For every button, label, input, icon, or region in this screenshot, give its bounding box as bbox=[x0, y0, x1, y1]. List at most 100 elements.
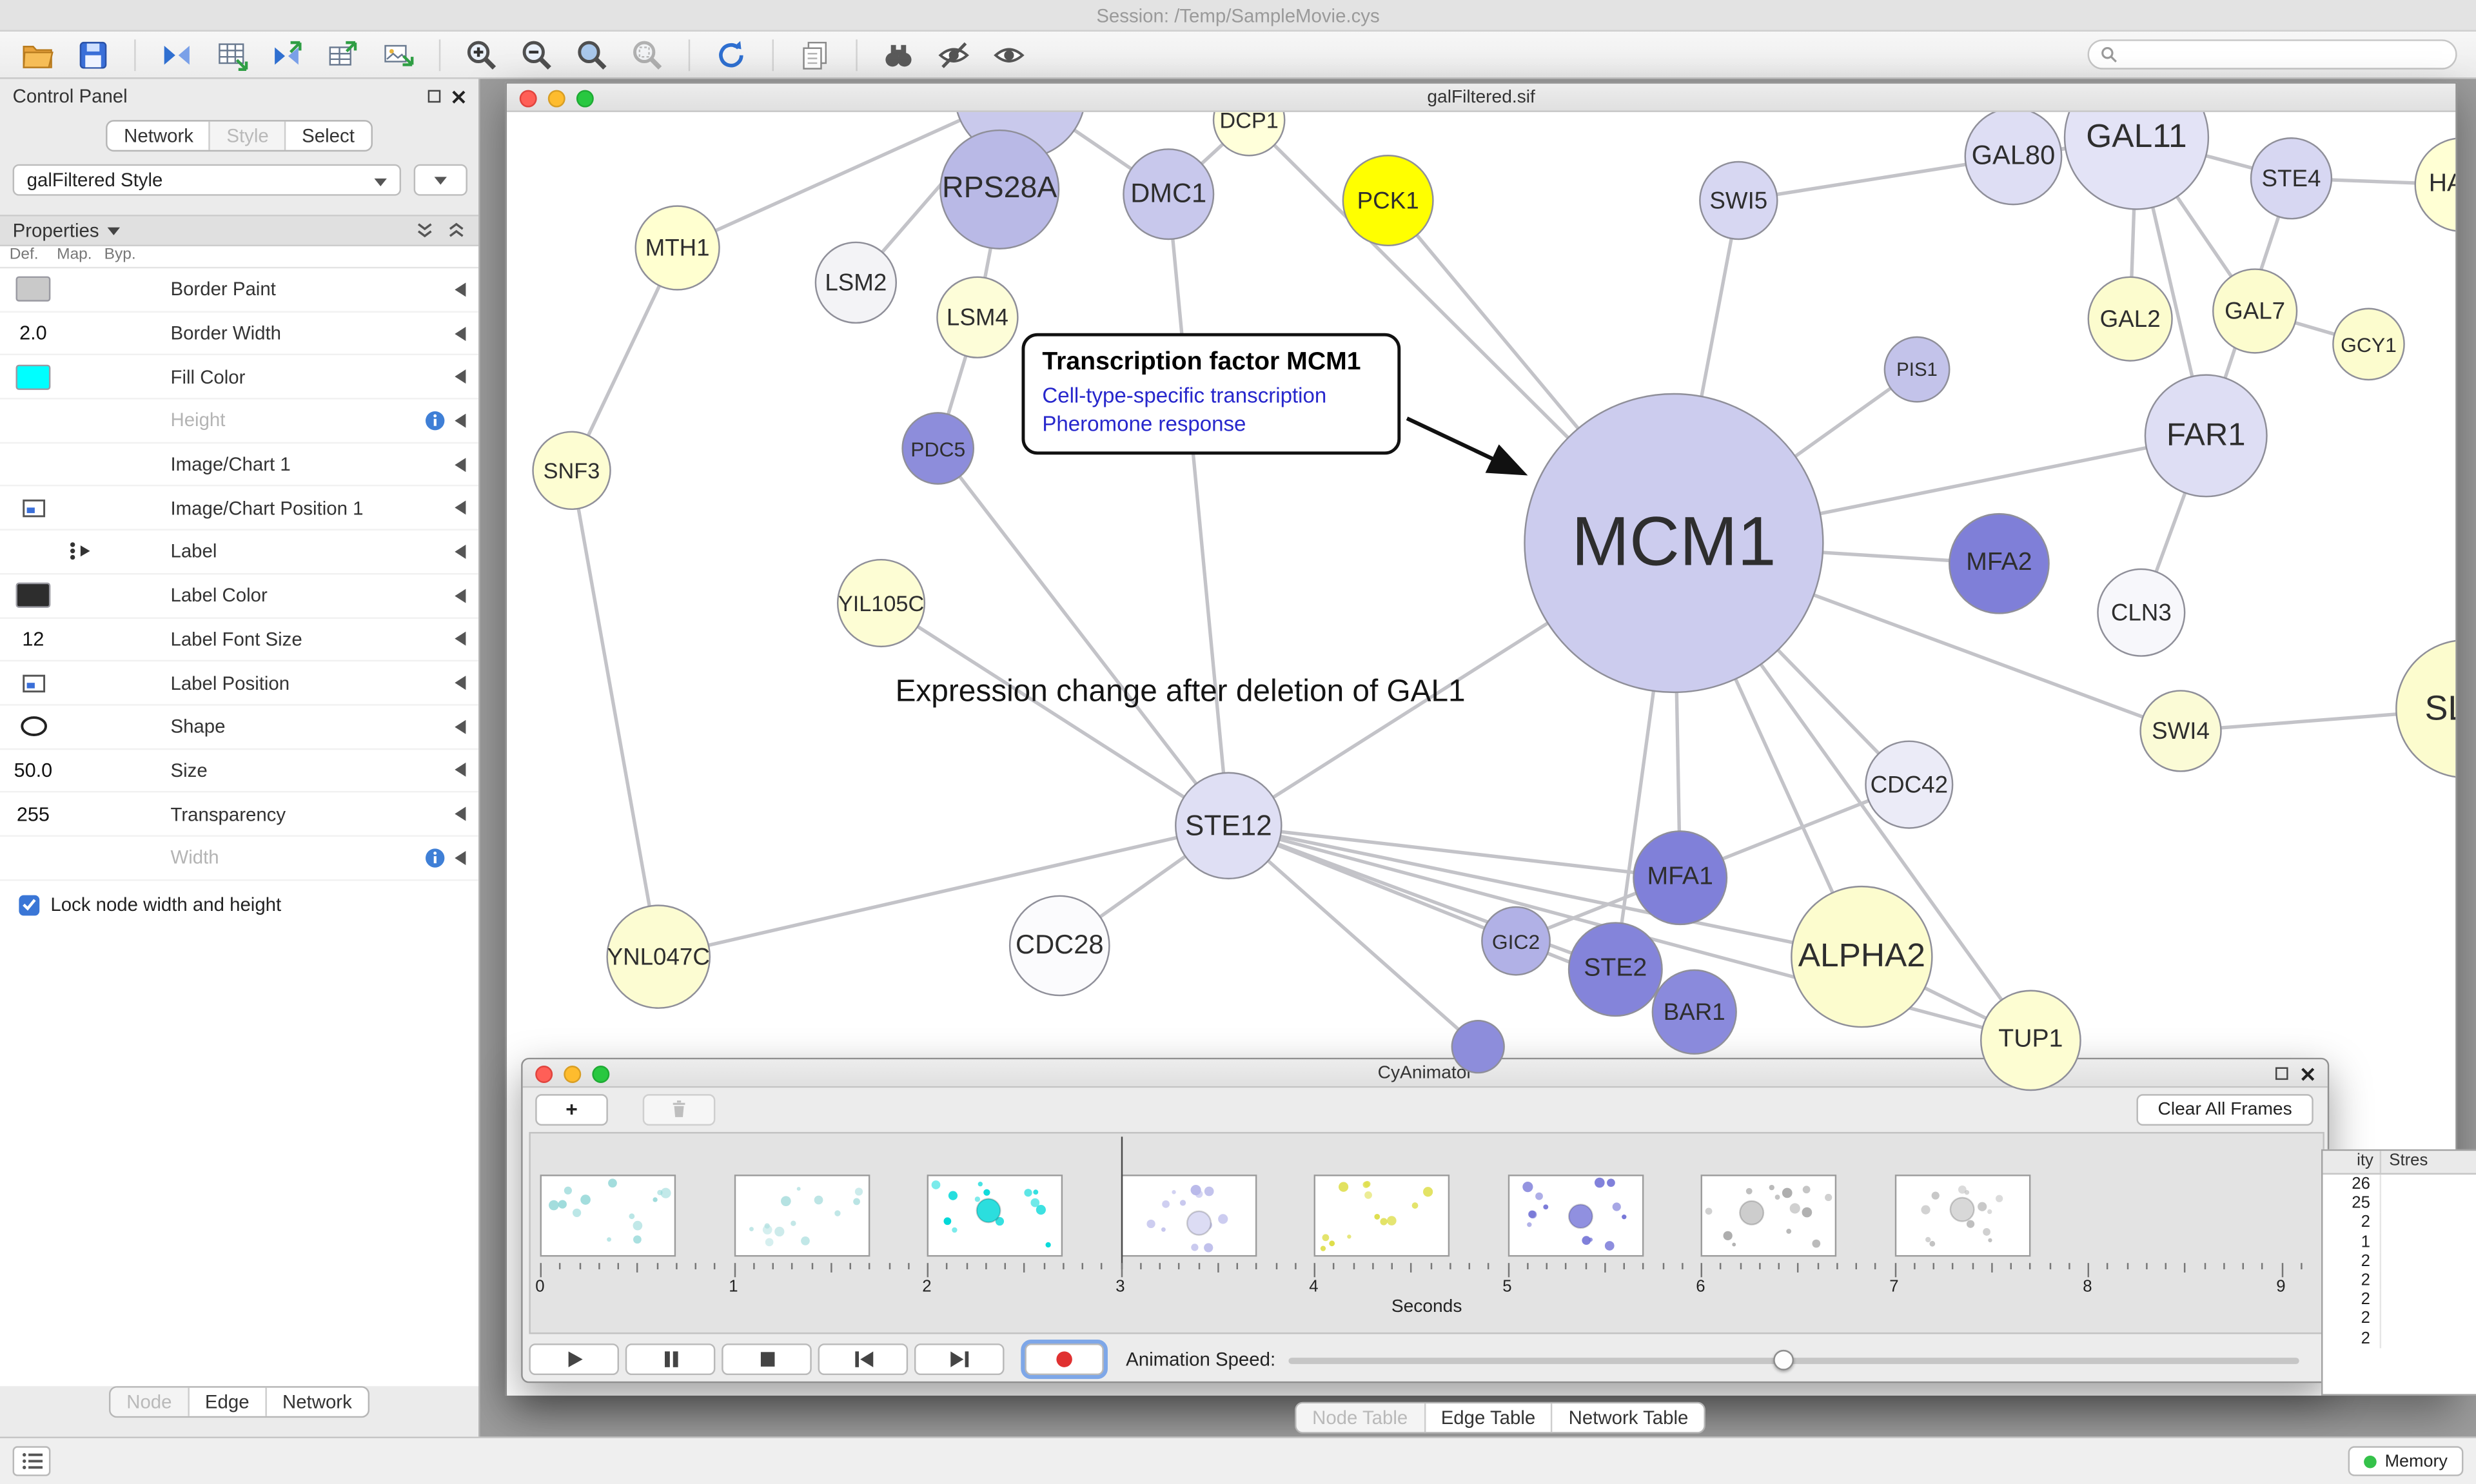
table-row[interactable]: 25 bbox=[2323, 1193, 2476, 1213]
record-button[interactable] bbox=[1025, 1343, 1104, 1376]
refresh-button[interactable] bbox=[706, 34, 756, 75]
save-button[interactable] bbox=[68, 34, 118, 75]
property-row-label-color[interactable]: Label Color bbox=[0, 574, 479, 618]
property-row-image-chart-position-1[interactable]: Image/Chart Position 1 bbox=[0, 487, 479, 531]
table-row[interactable]: 2 bbox=[2323, 1328, 2476, 1348]
expand-arrow-icon[interactable] bbox=[455, 544, 466, 559]
expand-arrow-icon[interactable] bbox=[455, 806, 466, 821]
table-row[interactable]: 2 bbox=[2323, 1271, 2476, 1291]
search-box[interactable] bbox=[2087, 39, 2457, 70]
network-node-gal80[interactable]: GAL80 bbox=[1964, 112, 2063, 206]
zoom-traffic-light[interactable] bbox=[576, 89, 594, 107]
def-cell[interactable] bbox=[10, 277, 57, 302]
edge-SNF3-YNL047C[interactable] bbox=[569, 470, 660, 957]
expand-arrow-icon[interactable] bbox=[455, 457, 466, 472]
style-scope-tab-node[interactable]: Node bbox=[110, 1387, 188, 1416]
network-node-pdc5[interactable]: PDC5 bbox=[901, 412, 975, 485]
network-node-cdc42[interactable]: CDC42 bbox=[1865, 740, 1954, 829]
expand-arrow-icon[interactable] bbox=[455, 369, 466, 384]
network-node-cln3[interactable]: CLN3 bbox=[2097, 568, 2186, 657]
property-row-label-position[interactable]: Label Position bbox=[0, 662, 479, 706]
property-row-label[interactable]: Label bbox=[0, 531, 479, 574]
table-column-header[interactable]: ity bbox=[2323, 1151, 2382, 1173]
task-history-button[interactable] bbox=[12, 1446, 51, 1476]
style-scope-tab-edge[interactable]: Edge bbox=[187, 1387, 265, 1416]
lock-size-checkbox[interactable] bbox=[19, 894, 40, 915]
frame-thumbnail-4[interactable] bbox=[1120, 1175, 1257, 1257]
def-cell[interactable] bbox=[10, 674, 57, 692]
network-node-gal2[interactable]: GAL2 bbox=[2087, 276, 2173, 362]
network-node-ste12[interactable]: STE12 bbox=[1175, 772, 1282, 880]
delete-frame-button[interactable] bbox=[642, 1093, 716, 1125]
network-node-far1[interactable]: FAR1 bbox=[2144, 374, 2268, 498]
edge-STE12-YNL047C[interactable] bbox=[658, 824, 1229, 959]
speed-slider-track[interactable] bbox=[1288, 1349, 2299, 1370]
zoom-out-button[interactable] bbox=[511, 34, 562, 75]
def-cell[interactable]: 50.0 bbox=[10, 759, 57, 781]
network-node-mfa1[interactable]: MFA1 bbox=[1633, 830, 1728, 926]
network-node-mth1[interactable]: MTH1 bbox=[634, 205, 720, 291]
zoom-traffic-light[interactable] bbox=[592, 1064, 610, 1082]
edge-YIL105C-STE12[interactable] bbox=[880, 601, 1230, 828]
duplicate-button[interactable] bbox=[789, 34, 840, 75]
first-button[interactable] bbox=[818, 1343, 909, 1376]
network-node-alpha2[interactable]: ALPHA2 bbox=[1791, 885, 1933, 1028]
export-image-button[interactable] bbox=[373, 34, 423, 75]
edge-DMC1-STE12[interactable] bbox=[1166, 193, 1230, 826]
open-button[interactable] bbox=[13, 34, 63, 75]
table-row[interactable]: 2 bbox=[2323, 1290, 2476, 1309]
show-all-button[interactable] bbox=[984, 34, 1034, 75]
frame-thumbnail-3[interactable] bbox=[927, 1175, 1063, 1257]
property-row-image-chart-1[interactable]: Image/Chart 1 bbox=[0, 444, 479, 487]
stop-button[interactable] bbox=[722, 1343, 812, 1376]
export-network-button[interactable] bbox=[262, 34, 313, 75]
network-node-lsm2[interactable]: LSM2 bbox=[814, 241, 898, 324]
control-tab-select[interactable]: Select bbox=[284, 121, 370, 150]
close-traffic-light[interactable] bbox=[519, 89, 537, 107]
style-selector[interactable]: galFiltered Style bbox=[12, 164, 402, 196]
expand-arrow-icon[interactable] bbox=[455, 719, 466, 734]
def-cell[interactable]: 12 bbox=[10, 628, 57, 650]
frame-thumbnail-5[interactable] bbox=[1313, 1175, 1450, 1257]
def-cell[interactable] bbox=[10, 583, 57, 609]
frame-thumbnail-6[interactable] bbox=[1507, 1175, 1644, 1257]
play-button[interactable] bbox=[529, 1343, 620, 1376]
network-node-snf3[interactable]: SNF3 bbox=[532, 431, 611, 511]
def-cell[interactable] bbox=[10, 498, 57, 517]
close-panel-icon[interactable] bbox=[451, 89, 466, 103]
memory-button[interactable]: Memory bbox=[2348, 1446, 2464, 1476]
frame-thumbnail-8[interactable] bbox=[1894, 1175, 2030, 1257]
network-node-swi5[interactable]: SWI5 bbox=[1699, 161, 1778, 240]
control-tab-network[interactable]: Network bbox=[124, 124, 193, 147]
expand-arrow-icon[interactable] bbox=[455, 501, 466, 516]
annotation-link-1[interactable]: Cell-type-specific transcription bbox=[1042, 384, 1327, 407]
frame-thumbnail-1[interactable] bbox=[540, 1175, 676, 1257]
float-window-icon[interactable] bbox=[2275, 1067, 2288, 1080]
expand-arrow-icon[interactable] bbox=[455, 676, 466, 690]
find-button[interactable] bbox=[873, 34, 923, 75]
network-node-mfa2[interactable]: MFA2 bbox=[1949, 513, 2050, 614]
pause-button[interactable] bbox=[625, 1343, 716, 1376]
style-options-button[interactable] bbox=[413, 164, 467, 196]
frame-thumbnail-7[interactable] bbox=[1700, 1175, 1837, 1257]
close-traffic-light[interactable] bbox=[535, 1064, 553, 1082]
network-window-titlebar[interactable]: galFiltered.sif bbox=[507, 83, 2456, 112]
last-button[interactable] bbox=[914, 1343, 1005, 1376]
network-node-swi4[interactable]: SWI4 bbox=[2139, 690, 2222, 772]
network-node-mcm1[interactable]: MCM1 bbox=[1524, 393, 1824, 694]
edge-STE12-ALPHA2[interactable] bbox=[1228, 824, 1862, 959]
network-node-n37[interactable] bbox=[1451, 1020, 1505, 1074]
panel-tab-node-table[interactable]: Node Table bbox=[1296, 1403, 1424, 1432]
expand-all-icon[interactable] bbox=[447, 222, 466, 238]
table-row[interactable]: 26 bbox=[2323, 1175, 2476, 1194]
properties-header[interactable]: Properties bbox=[0, 215, 479, 247]
close-window-icon[interactable] bbox=[2301, 1066, 2315, 1080]
table-row[interactable]: 2 bbox=[2323, 1213, 2476, 1233]
network-node-gal7[interactable]: GAL7 bbox=[2212, 268, 2298, 354]
network-node-pck1[interactable]: PCK1 bbox=[1342, 155, 1434, 247]
edge-STE12-MFA1[interactable] bbox=[1228, 824, 1681, 880]
control-tab-style[interactable]: Style bbox=[209, 121, 285, 150]
network-node-gcy1[interactable]: GCY1 bbox=[2332, 308, 2405, 381]
